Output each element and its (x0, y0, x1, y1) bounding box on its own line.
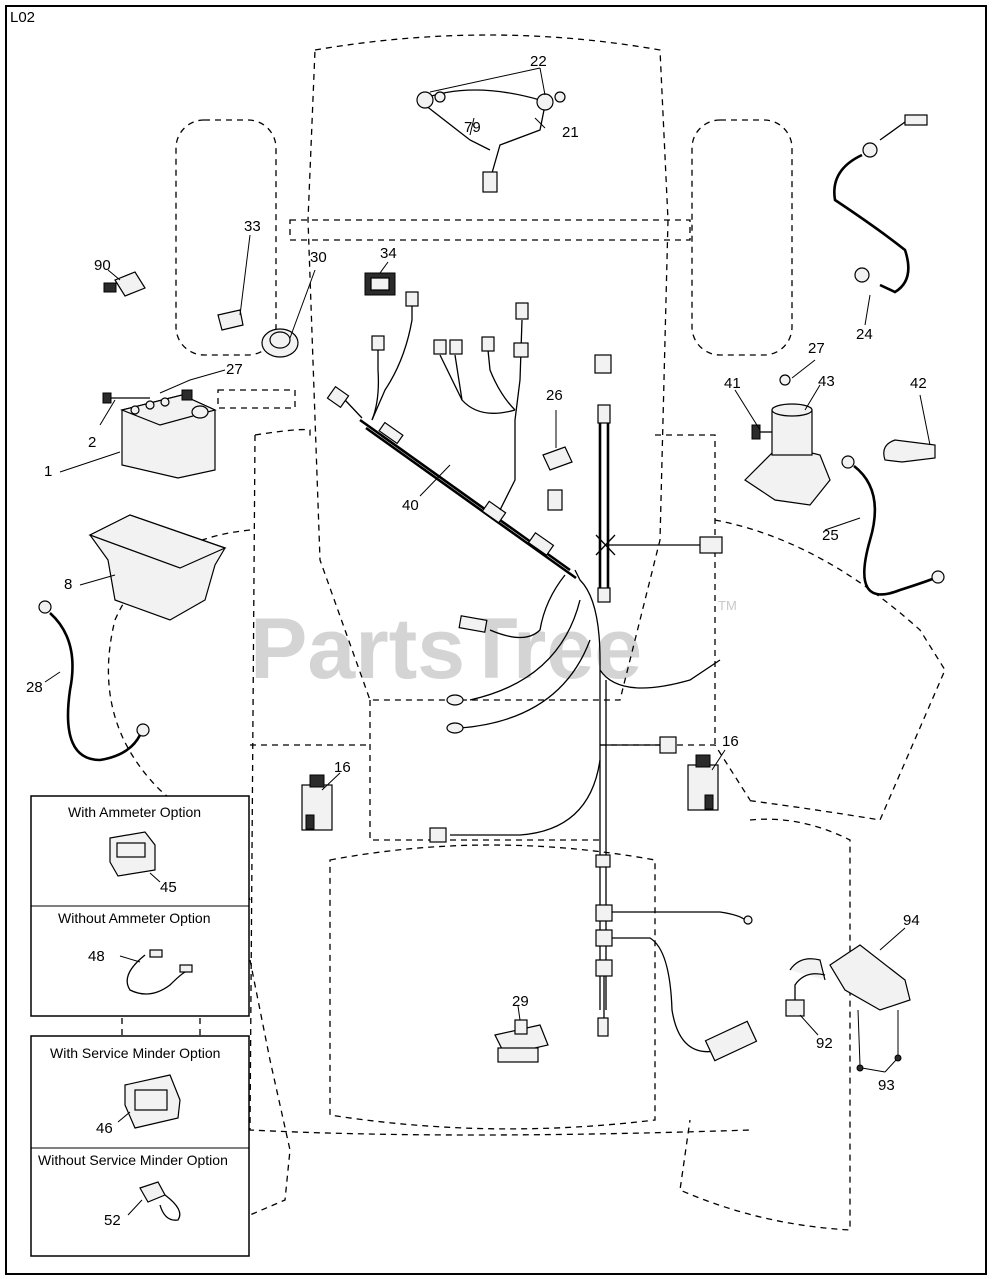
ammeter-part (109, 831, 156, 877)
callout-33: 33 (244, 218, 261, 235)
relay-16-right (687, 754, 719, 811)
headlight-harness (416, 89, 566, 193)
callout-94: 94 (903, 912, 920, 929)
diagram-frame (5, 5, 987, 1275)
callout-21: 21 (562, 124, 579, 141)
watermark: PartsTree (250, 601, 642, 697)
control-module (785, 944, 911, 1072)
jumper-52 (139, 1181, 181, 1221)
connector-90 (103, 271, 146, 297)
leader-lines (44, 67, 931, 1073)
callout-24: 24 (856, 326, 873, 343)
main-wire-harness (326, 291, 758, 1062)
callout-28: 28 (26, 679, 43, 696)
switch-34 (364, 272, 396, 296)
battery-cable-28 (38, 600, 150, 762)
callout-27-left: 27 (226, 361, 243, 378)
battery-tray (88, 514, 227, 621)
callout-34: 34 (380, 245, 397, 262)
jumper-wire-48 (126, 949, 193, 995)
callout-8: 8 (64, 576, 72, 593)
callout-27-right: 27 (808, 340, 825, 357)
callout-16-left: 16 (334, 759, 351, 776)
callout-2: 2 (88, 434, 96, 451)
callout-30: 30 (310, 249, 327, 266)
callout-25: 25 (822, 527, 839, 544)
page-code: L02 (10, 9, 35, 26)
callout-79: 79 (464, 119, 481, 136)
callout-numbers: 1 2 8 16 16 21 22 24 25 26 27 27 28 29 3… (26, 53, 927, 1094)
callout-1: 1 (44, 463, 52, 480)
callout-40: 40 (402, 497, 419, 514)
ammeter-option-box: With Ammeter Option 45 Without Ammeter O… (30, 795, 250, 1017)
starter-cable-25 (841, 455, 945, 596)
boot-42 (883, 439, 936, 463)
service-minder-part (124, 1074, 181, 1129)
callout-46: 46 (96, 1120, 113, 1137)
battery (102, 389, 217, 479)
callout-93: 93 (878, 1077, 895, 1094)
watermark-tm: TM (718, 598, 737, 613)
callout-48: 48 (88, 948, 105, 965)
callout-41: 41 (724, 375, 741, 392)
solenoid (744, 374, 831, 506)
service-minder-option-box: With Service Minder Option 46 Without Se… (30, 1035, 250, 1257)
battery-cable-24 (833, 114, 928, 294)
callout-26: 26 (546, 387, 563, 404)
with-service-minder-label: With Service Minder Option (50, 1045, 220, 1061)
callout-45: 45 (160, 879, 177, 896)
callout-90: 90 (94, 257, 111, 274)
without-service-minder-label: Without Service Minder Option (38, 1152, 228, 1168)
without-ammeter-label: Without Ammeter Option (58, 910, 211, 926)
key-part (217, 309, 244, 331)
callout-52: 52 (104, 1212, 121, 1229)
callout-43: 43 (818, 373, 835, 390)
callout-16-right: 16 (722, 733, 739, 750)
callout-42: 42 (910, 375, 927, 392)
callout-29: 29 (512, 993, 529, 1010)
callout-22: 22 (530, 53, 547, 70)
relay-16-left (301, 774, 333, 831)
seat-switch (494, 1019, 549, 1063)
ignition-switch (261, 328, 299, 358)
with-ammeter-label: With Ammeter Option (68, 804, 201, 820)
fuse-holder (542, 446, 573, 511)
callout-92: 92 (816, 1035, 833, 1052)
